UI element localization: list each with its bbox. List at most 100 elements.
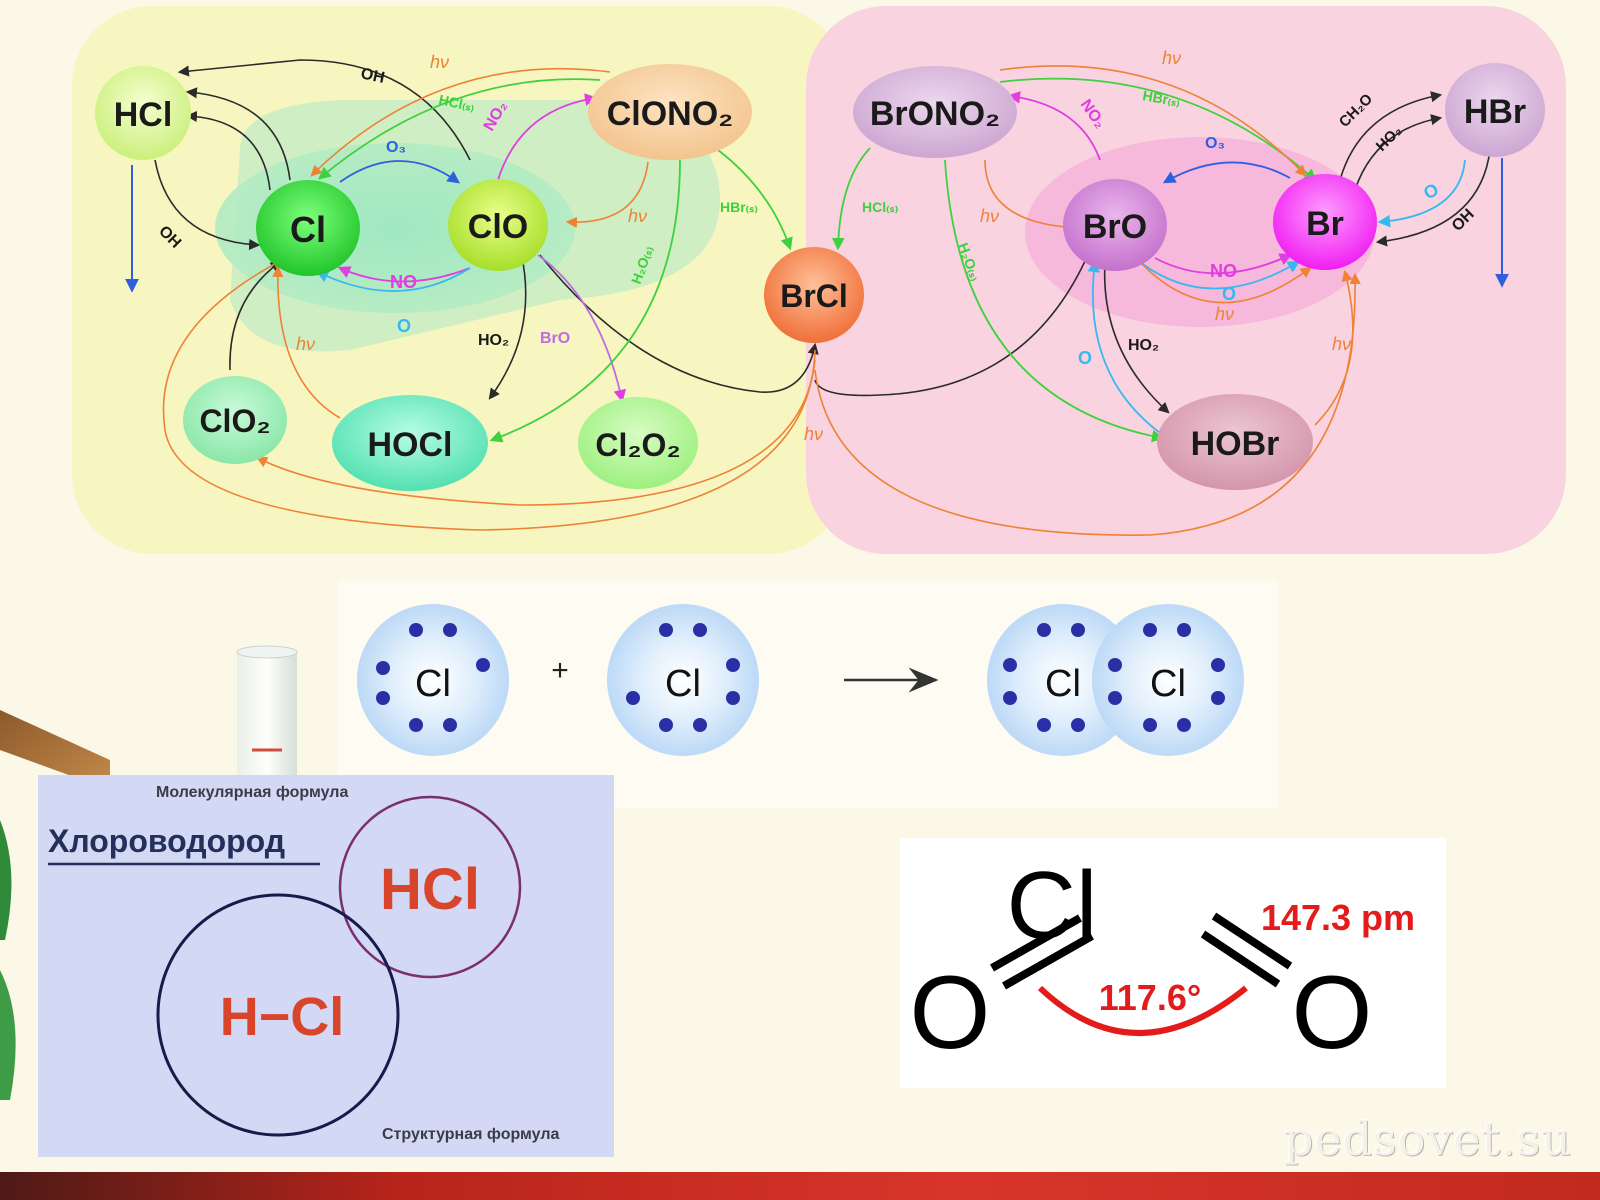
label-hv-top-left: hν [430, 52, 449, 72]
watermark: pedsovet.su [1284, 1112, 1572, 1166]
arrow-brono2-to-br [999, 77, 1317, 182]
electron-dots-2 [626, 623, 740, 732]
arrow-clono2-to-cl-hv [310, 67, 611, 177]
node-clo2: ClO₂ [183, 376, 287, 464]
oxygen-right: O [1292, 955, 1373, 1071]
hcl-formula-diagram: Молекулярная формула Хлороводород HCl H−… [48, 784, 560, 1143]
svg-text:BrCl: BrCl [780, 278, 848, 314]
arrow-cl-to-hcl-2 [185, 110, 271, 191]
node-bro: BrO [1063, 179, 1167, 271]
node-hcl: HCl [95, 66, 191, 160]
molecular-formula-caption: Молекулярная формула [156, 784, 348, 801]
arrow-hbr-to-br-o [1377, 159, 1466, 228]
bond-angle-label: 117.6° [1099, 977, 1202, 1018]
svg-text:Br: Br [1306, 205, 1344, 243]
arrow-br-to-hbr-2 [1354, 114, 1443, 191]
arrow-brcl-to-clo2-hv [256, 359, 816, 506]
electron-dots-1 [376, 623, 490, 732]
arrow-clo-to-brcl [539, 254, 819, 393]
arrow-brcl-to-br-hv [814, 272, 1361, 536]
node-clo: ClO [448, 179, 548, 271]
svg-text:BrONO₂: BrONO₂ [870, 95, 1000, 133]
bond-angle-arc [1037, 985, 1248, 1036]
arrow-clono2-to-brcl [717, 149, 793, 251]
label-hv-brcl: hν [804, 424, 823, 444]
svg-text:ClO₂: ClO₂ [199, 403, 270, 439]
structural-formula: H−Cl [220, 987, 345, 1047]
label-hv-top-right: hν [1162, 48, 1181, 68]
test-tube-rim [236, 645, 298, 659]
label-hbr-s-mid: HBr₍ₛ₎ [720, 199, 758, 215]
background-decoration [0, 645, 298, 1100]
svg-text:HCl: HCl [114, 96, 173, 134]
arrow-bro-to-brono2 [1007, 91, 1101, 161]
structural-formula-circle [156, 893, 400, 1137]
lewis-structures-panel: Cl + Cl Cl Cl [338, 580, 1278, 808]
arrow-clo2-to-cl [229, 260, 282, 371]
label-bro: BrO [540, 330, 570, 347]
double-bond-right [1200, 912, 1293, 988]
arrow-clo-to-cl-no [337, 266, 471, 283]
arrow-brono2-to-brcl [832, 147, 871, 251]
book-decoration [0, 710, 110, 790]
arrow-hocl-to-cl-hv [272, 265, 341, 419]
arrow-br-to-hbr-1 [1339, 91, 1443, 181]
arrow-hcl-to-cl [154, 159, 261, 251]
arrow-clono2-to-hocl [489, 159, 681, 443]
label-o-right: O [1222, 284, 1236, 304]
label-o-hobr: O [1078, 348, 1092, 368]
lewis-molecule: Cl Cl [987, 604, 1244, 756]
label-oh-top: OH [359, 65, 386, 87]
arrow-cl-to-clo-o3 [339, 160, 461, 184]
label-hv-hobr: hν [1332, 334, 1351, 354]
electron-dots-molecule [1003, 623, 1225, 732]
arrow-bro-to-br-o [1139, 260, 1301, 290]
svg-text:Cl: Cl [290, 209, 326, 250]
node-br: Br [1273, 174, 1377, 270]
hydrogen-chloride-panel: Молекулярная формула Хлороводород HCl H−… [38, 775, 614, 1157]
label-hv-clo2: hν [296, 334, 315, 354]
oxygen-left: O [910, 955, 991, 1071]
label-no-right: NO [1210, 261, 1237, 281]
arrow-clo-to-cl-o [315, 267, 471, 292]
svg-text:ClO: ClO [468, 208, 528, 246]
node-clono2: ClONO₂ [588, 64, 752, 160]
label-hv-bro: hν [1215, 304, 1234, 324]
molecular-formula: HCl [380, 857, 480, 922]
svg-text:ClONO₂: ClONO₂ [607, 95, 734, 133]
arrow-cl-to-hcl-1 [185, 87, 291, 181]
label-o-left: O [397, 316, 411, 336]
leaf-decoration-2 [0, 970, 16, 1100]
clo2-structure: Cl O O 117.6° 147.3 pm [910, 852, 1416, 1071]
svg-text:HOBr: HOBr [1191, 425, 1280, 463]
test-tube-decoration [237, 650, 297, 790]
label-o3-left: O₃ [386, 139, 406, 156]
svg-text:Cl: Cl [1045, 663, 1081, 705]
arrow-brono2-to-bro-hv [984, 159, 1085, 234]
label-hcl-s: HCl₍ₛ₎ [437, 91, 476, 114]
arrow-clo-to-hocl [488, 247, 527, 400]
arrow-bro-to-brcl [814, 249, 1091, 397]
arrow-hobr-to-br-hv [1314, 269, 1354, 426]
label-hbr-s-top: HBr₍ₛ₎ [1141, 87, 1181, 109]
lewis-atom-1: Cl [357, 604, 509, 756]
svg-text:Cl₂O₂: Cl₂O₂ [595, 427, 680, 463]
node-hbr: HBr [1445, 63, 1545, 157]
node-cl2o2: Cl₂O₂ [578, 397, 698, 489]
label-o3-right: O₃ [1205, 135, 1225, 152]
node-hobr: HOBr [1157, 394, 1313, 490]
label-no-left: NO [390, 272, 417, 292]
leaf-decoration [0, 820, 12, 940]
arrow-brono2-to-br-hv [999, 65, 1307, 177]
arrow-clo-to-hcl [177, 59, 471, 161]
arrow-bro-to-br-hv [1139, 261, 1312, 304]
chlorine-dioxide-panel: Cl O O 117.6° 147.3 pm [900, 838, 1446, 1088]
label-hv-clono2: hν [628, 206, 647, 226]
lewis-structures: Cl + Cl Cl Cl [357, 604, 1244, 756]
svg-text:Cl: Cl [1150, 663, 1186, 705]
svg-text:BrO: BrO [1083, 208, 1147, 246]
lewis-atom-2: Cl [607, 604, 759, 756]
arrow-brono2-to-hobr [944, 159, 1165, 443]
double-bond-left [990, 914, 1094, 990]
arrow-clono2-to-clo-hv [565, 161, 649, 228]
